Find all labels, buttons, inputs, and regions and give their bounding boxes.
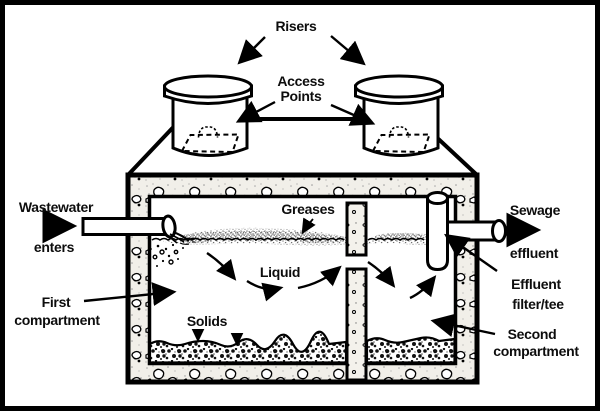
inlet-pipe [81,217,170,236]
label-solids: Solids [187,313,228,329]
outlet-pipe-cap [491,219,507,243]
label-effluent-filter-line1: Effluent [511,276,561,292]
label-greases: Greases [281,201,335,217]
label-effluent-filter-line2: filter/tee [512,296,564,312]
access-point-left [180,133,240,154]
label-arrows [42,35,542,337]
water-surface-line-right [367,237,425,241]
label-wastewater: Wastewater [19,199,94,215]
label-access-points-line2: Points [281,88,322,104]
label-first-compartment-line2: compartment [14,312,100,328]
water-surface-line-left [151,237,345,241]
first-compartment-arrow [83,282,177,306]
greases-pointer-arrow [301,217,316,235]
outlet-pipe [443,220,497,242]
label-liquid: Liquid [260,264,300,280]
label-second-compartment-line2: compartment [493,343,579,359]
flow-arrow-to-tee [409,275,437,300]
label-second-compartment-line1: Second [508,326,557,342]
flow-arrow-to-baffle-gap [297,265,342,290]
second-compartment-arrow [430,313,496,337]
flow-arrow-liquid-right [246,279,284,302]
riser-left-lid [163,74,253,99]
flow-arrows [206,252,437,302]
access-points-arrow-left [235,100,276,123]
access-point-right-handle [388,126,410,138]
label-access-points-line1: Access [277,73,325,89]
riser-right-body [362,91,440,157]
access-point-left-handle [197,126,219,138]
effluent-tee-opening [426,191,449,205]
scum-dense-patch [290,235,350,243]
sludge-layer-second-compartment [365,336,456,364]
tank-interior [147,194,458,366]
riser-left-body [171,91,249,157]
risers-arrow-right [330,35,366,66]
effluent-tee-pipe [426,196,449,272]
flow-arrow-into-second [367,261,396,288]
effluent-filter-arrow [444,233,498,272]
access-point-right [371,133,431,154]
label-effluent: effluent [510,245,559,261]
label-enters: enters [34,239,75,255]
risers-arrow-left [237,36,266,65]
baffle-upper [345,201,368,257]
divider-wall [345,267,368,382]
pour-stream [166,231,198,245]
access-points-arrow-right [330,103,376,126]
label-first-compartment-line1: First [42,294,71,310]
riser-right-lid [354,74,444,99]
flow-arrow-inlet-down [206,252,237,281]
riser-right [354,74,444,157]
label-sewage: Sewage [510,202,561,218]
splash-droplets [150,243,184,267]
label-risers: Risers [275,18,317,34]
riser-left [163,74,253,157]
